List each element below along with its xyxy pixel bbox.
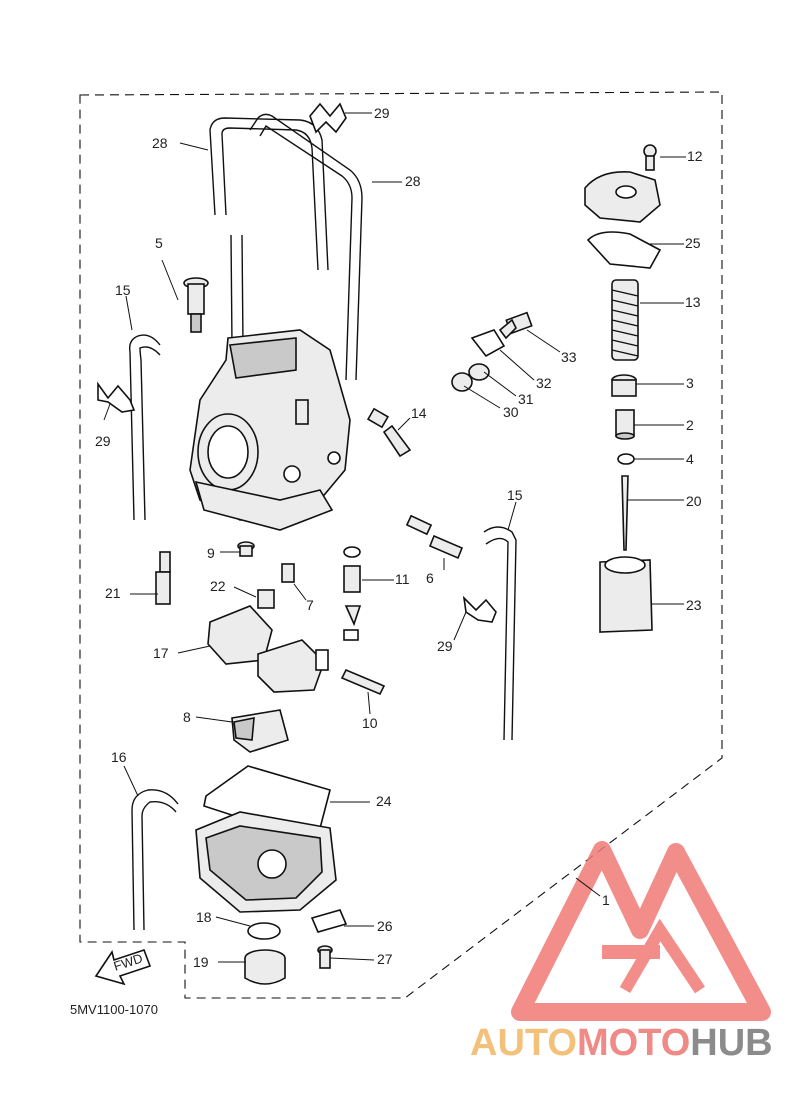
spring-13 [611,279,639,361]
drain-plug-19 [244,949,286,985]
callout-21: 21 [105,585,121,601]
throttle-stop-33 [498,311,533,340]
valve-11 [343,546,362,641]
callout-33: 33 [561,349,577,365]
screw-9 [237,541,255,557]
screw-27 [317,945,333,969]
callout-7: 7 [306,597,314,613]
callout-20: 20 [686,493,702,509]
callout-31: 31 [518,391,534,407]
callout-10: 10 [362,715,378,731]
svg-text:AUTOMOTOHUB: AUTOMOTOHUB [470,1022,773,1064]
callout-13: 13 [685,294,701,310]
watermark-logo [511,841,771,1021]
callout-1: 1 [602,892,610,908]
callout-6: 6 [426,570,434,586]
bracket-26 [310,909,348,933]
callout-4: 4 [686,451,694,467]
fwd-arrow-icon: FWD [94,948,152,986]
pin-10 [340,668,386,696]
vent-hoses [209,113,363,381]
bracket-32 [470,329,506,358]
callout-9: 9 [207,545,215,561]
jet-7 [281,563,295,583]
leader-lines [103,112,686,963]
gasket-25 [586,231,662,269]
slide-23 [599,556,653,633]
callout-32: 32 [536,375,552,391]
part-8 [231,709,289,753]
callout-19: 19 [193,954,209,970]
jet-22 [257,589,275,609]
needle-20 [621,475,629,551]
hot-start-14 [366,407,412,458]
callout-29-left: 29 [95,433,111,449]
callout-30: 30 [503,404,519,420]
callout-16: 16 [111,749,127,765]
callout-8: 8 [183,709,191,725]
float-17 [207,605,329,693]
callout-29-right: 29 [437,638,453,654]
carburetor-body [189,329,351,531]
air-screw-5 [183,277,209,333]
hose-15-left [97,334,161,521]
callout-28-right: 28 [405,173,421,189]
assembly-boundary [79,91,723,999]
callout-24: 24 [376,793,392,809]
top-cover [584,171,661,223]
holder-2 [615,409,635,440]
callout-5: 5 [155,235,163,251]
callout-15-right: 15 [507,487,523,503]
callout-15-left: 15 [115,282,131,298]
callout-12: 12 [687,148,703,164]
hose-16 [131,789,179,931]
callout-29-top: 29 [374,105,390,121]
callout-3: 3 [686,375,694,391]
holder-3 [611,374,637,397]
fittings-30-31 [451,363,490,392]
callout-2: 2 [686,417,694,433]
o-ring-18 [247,922,281,940]
jet-21 [155,551,171,605]
hose-15-right [462,526,517,741]
clip-29-top [309,102,347,134]
clip-4 [617,453,635,465]
callout-27: 27 [377,951,393,967]
screw-12 [643,144,657,171]
callout-labels: 29 28 28 12 5 25 15 13 33 3 32 31 30 14 … [95,105,703,970]
callout-11: 11 [395,571,410,587]
float-bowl [195,811,337,913]
callout-28-left: 28 [152,135,168,151]
callout-18: 18 [196,909,212,925]
screw-6 [405,514,464,560]
watermark-text: AUTOMOTOHUB [470,1022,773,1064]
callout-26: 26 [377,918,393,934]
callout-23: 23 [686,597,702,613]
callout-22: 22 [210,578,226,594]
part-code: 5MV1100-1070 [70,1002,158,1017]
callout-25: 25 [685,235,701,251]
callout-17: 17 [153,645,169,661]
callout-14: 14 [411,405,427,421]
